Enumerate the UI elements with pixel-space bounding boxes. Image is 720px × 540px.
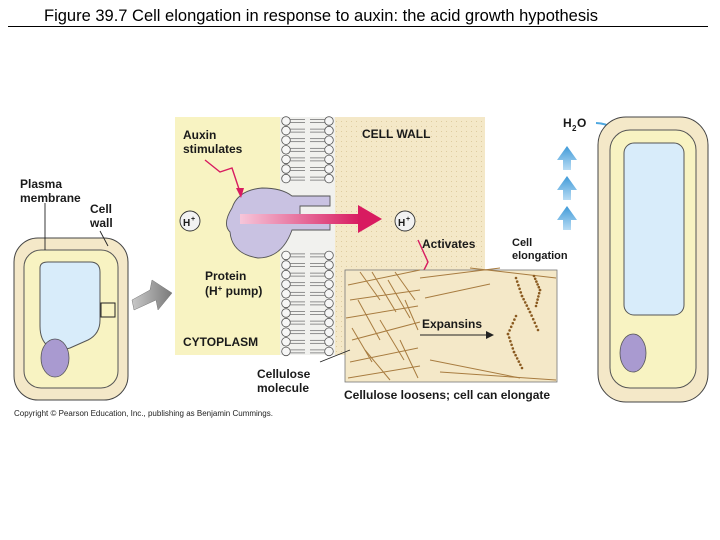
elongated-cell (597, 116, 709, 403)
cellulose-molecule-label: Cellulose (257, 367, 311, 381)
copyright-notice: Copyright © Pearson Education, Inc., pub… (14, 409, 273, 418)
cellulose-molecule-label-2: molecule (257, 381, 309, 395)
plasma-membrane-bilayer (280, 116, 335, 357)
protein-label-2: (H+ pump) (205, 284, 262, 298)
zoom-arrow (131, 279, 173, 311)
cytoplasm-label: CYTOPLASM (183, 335, 258, 349)
h-ion-left: H + (179, 210, 201, 232)
plasma-membrane-label: Plasma (20, 177, 62, 191)
cell-elongation-label-2: elongation (512, 250, 568, 262)
h-ion-right: H + (394, 210, 416, 232)
figure-title: Figure 39.7 Cell elongation in response … (8, 6, 708, 27)
water-subscript: 2 (572, 124, 577, 133)
cell-wall-label-2: wall (89, 216, 113, 230)
plasma-membrane-label-2: membrane (20, 191, 81, 205)
cell-wall-label: Cell (90, 202, 112, 216)
pump-arrow-head (358, 205, 382, 233)
auxin-signal-arrow (204, 159, 241, 193)
protein-label: Protein (205, 269, 246, 283)
auxin-label: Auxin (183, 128, 216, 142)
pump-arrow-shaft (240, 214, 360, 224)
loosened-cellulose-dots (506, 274, 542, 370)
protein-label-2c: pump) (222, 284, 262, 298)
auxin-label-2: stimulates (183, 142, 243, 156)
h-ion-left-symbol: H (183, 218, 190, 229)
h-ion-right-charge: + (406, 216, 410, 223)
cell-elongation-label: Cell (512, 237, 532, 249)
water-label: H 2 O (563, 116, 586, 133)
h-ion-right-symbol: H (398, 218, 405, 229)
water-o: O (577, 116, 586, 130)
cellulose-detail-box (344, 267, 558, 383)
water-h: H (563, 116, 572, 130)
cellulose-loosens-label: Cellulose loosens; cell can elongate (344, 388, 550, 402)
h-ion-left-charge: + (191, 216, 195, 223)
cell-wall-region-label: CELL WALL (362, 127, 430, 141)
expansins-arrow-head (486, 331, 494, 339)
protein-label-2b: + (218, 284, 223, 293)
protein-label-2a: (H (205, 284, 218, 298)
activates-label: Activates (422, 237, 476, 251)
expansins-label: Expansins (422, 317, 482, 331)
elongation-arrows (557, 146, 577, 230)
left-cell (13, 237, 129, 401)
